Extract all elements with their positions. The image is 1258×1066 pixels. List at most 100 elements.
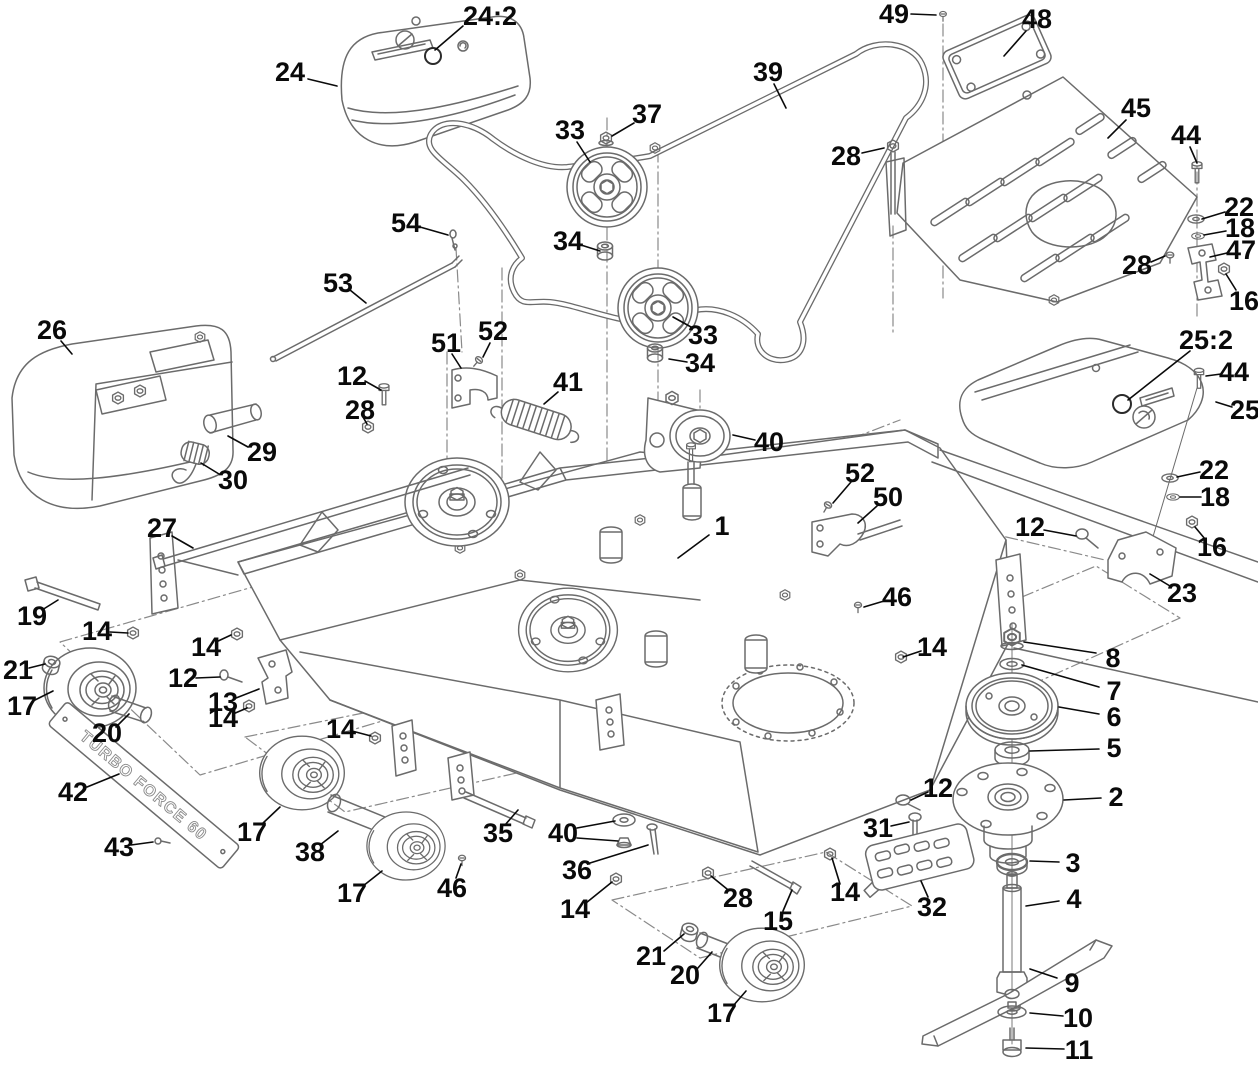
- baffle-plate-45: [885, 76, 1198, 306]
- leader-line-20-53: [115, 713, 130, 728]
- callout-52-23: 52: [478, 316, 508, 346]
- leader-line-44-21: [1205, 373, 1222, 377]
- leader-line-26-19: [60, 340, 73, 355]
- leader-line-20-74: [696, 951, 713, 970]
- deck-belt: [426, 41, 929, 364]
- leader-line-30-31: [200, 462, 220, 475]
- callout-6-51: 6: [1106, 702, 1121, 732]
- washer-7: [999, 657, 1025, 671]
- leader-line-27-39: [171, 535, 194, 549]
- caster-wheel-mid: [258, 735, 346, 811]
- leader-line-9-77: [1029, 968, 1058, 979]
- callout-29-30: 29: [247, 437, 277, 467]
- callout-21-73: 21: [636, 941, 666, 971]
- leader-line-14-72: [831, 857, 841, 885]
- pulley-6: [965, 672, 1059, 746]
- rod-27: [152, 467, 471, 570]
- blade-9: [921, 939, 1113, 1047]
- spindle-stack: [921, 623, 1113, 1058]
- callout-22-11: 22: [1224, 192, 1254, 222]
- chute-roller: [203, 403, 262, 434]
- baffle-slots: [930, 112, 1167, 283]
- deck-spindle-pulley-front: [517, 587, 619, 673]
- callout-17-61: 17: [237, 817, 267, 847]
- callout-28-27: 28: [345, 395, 375, 425]
- leader-line-21-73: [663, 933, 685, 952]
- deck-fasteners: [126, 383, 922, 895]
- callout-12-58: 12: [923, 773, 953, 803]
- leader-line-53-17: [349, 289, 367, 304]
- rivet-43: [154, 837, 171, 845]
- callout-17-75: 17: [337, 878, 367, 908]
- leader-line-28-14: [1150, 255, 1166, 263]
- leader-line-22-35: [1176, 471, 1201, 478]
- callout-43-80: 43: [104, 832, 134, 862]
- callout-21-46: 21: [3, 655, 33, 685]
- discharge-chute: [11, 324, 234, 510]
- callout-50-34: 50: [873, 482, 903, 512]
- bracket-23: [1107, 531, 1177, 585]
- leader-line-16-38: [1194, 526, 1206, 540]
- callout-35-56: 35: [483, 818, 513, 848]
- leader-line-14-52: [232, 707, 248, 715]
- decal-25-2: [1112, 394, 1132, 414]
- washer-nut-40: [612, 813, 636, 849]
- callout-12-37: 12: [1015, 512, 1045, 542]
- callout-12-25: 12: [337, 361, 367, 391]
- callout-26-19: 26: [37, 315, 67, 345]
- callout-40-29: 40: [754, 427, 784, 457]
- leader-line-33-18: [672, 316, 692, 328]
- belt-guide-50: [811, 499, 903, 557]
- leader-line-41-26: [543, 391, 559, 405]
- bracket-23-hardware: [1075, 367, 1205, 585]
- leader-line-23-40: [1149, 573, 1171, 587]
- leader-line-40-29: [732, 434, 756, 441]
- leader-line-34-16: [580, 244, 601, 252]
- leader-line-1-32: [677, 534, 710, 559]
- leader-line-35-56: [504, 809, 519, 826]
- callout-3-63: 3: [1065, 848, 1080, 878]
- leader-line-14-43: [109, 631, 129, 634]
- nut-8: [1000, 627, 1024, 651]
- bolt-12-skirt: [895, 794, 921, 811]
- leader-line-25:2-20: [1127, 350, 1191, 401]
- callout-19-42: 19: [17, 601, 47, 631]
- callout-14-43: 14: [82, 616, 112, 646]
- tension-spring-41: [490, 398, 580, 444]
- callout-44-21: 44: [1219, 357, 1249, 387]
- leader-line-38-64: [319, 830, 339, 846]
- leader-line-15-71: [782, 889, 793, 912]
- washer-18: [1191, 232, 1205, 240]
- access-plate-48: [939, 10, 1052, 100]
- leader-line-6-51: [1058, 706, 1100, 715]
- leader-line-18-12: [1203, 230, 1227, 236]
- callout-9-77: 9: [1064, 968, 1079, 998]
- callout-46-41: 46: [882, 582, 912, 612]
- grate-32: [863, 823, 975, 899]
- callout-12-47: 12: [168, 663, 198, 693]
- leader-line-47-13: [1209, 252, 1228, 258]
- callout-10-78: 10: [1063, 1003, 1093, 1033]
- bearing-3: [995, 852, 1029, 876]
- leader-line-12-25: [364, 380, 382, 391]
- leader-line-16-15: [1225, 273, 1237, 291]
- pulley-33-lower: [617, 267, 699, 349]
- callout-27-39: 27: [147, 513, 177, 543]
- callout-54-10: 54: [391, 208, 421, 238]
- leader-line-46-41: [863, 600, 885, 608]
- leader-line-2-59: [1063, 797, 1102, 801]
- belt-cover-24: [340, 15, 532, 147]
- leader-line-17-50: [32, 690, 54, 702]
- leader-line-28-70: [710, 875, 728, 890]
- callout-28-70: 28: [723, 883, 753, 913]
- callout-28-14: 28: [1122, 250, 1152, 280]
- callout-31-60: 31: [863, 813, 893, 843]
- leader-line-8-45: [1023, 641, 1097, 654]
- leader-line-13-49: [235, 688, 260, 699]
- flange-nut-37: [598, 131, 661, 154]
- callout-14-81: 14: [917, 632, 947, 662]
- leader-line-34-28: [668, 358, 688, 363]
- leader-line-39-4: [773, 83, 787, 109]
- pulley-33-top: [566, 146, 648, 228]
